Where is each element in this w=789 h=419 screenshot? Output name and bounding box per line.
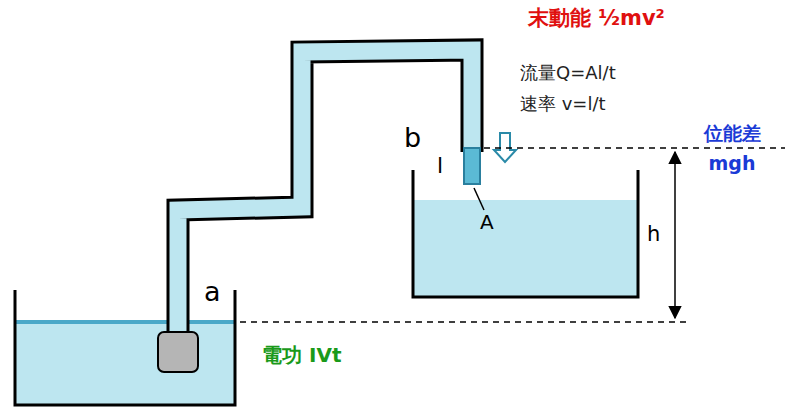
pump xyxy=(158,332,198,372)
upper-water xyxy=(413,200,638,297)
flow-formula: 流量Q=Al/t xyxy=(520,62,616,84)
point-label: b xyxy=(404,122,421,154)
pipe xyxy=(178,50,472,340)
nozzle xyxy=(464,148,480,184)
area-label: A xyxy=(480,210,494,234)
height-dimension xyxy=(674,152,676,318)
work-label: 電功 IVt xyxy=(262,343,341,367)
energy-label: 末動能 ½mv² xyxy=(528,6,665,31)
speed-formula: 速率 v=l/t xyxy=(520,93,606,115)
point-label: a xyxy=(204,276,221,308)
reference-line xyxy=(240,321,690,323)
reference-line xyxy=(484,147,785,149)
lower-water xyxy=(15,321,235,405)
pipe-outline xyxy=(178,50,472,340)
upper-tank xyxy=(413,170,638,297)
height-label: h xyxy=(647,222,660,247)
lower-tank xyxy=(15,290,235,405)
potential-label: 位能差 mgh xyxy=(700,118,764,178)
leader-line xyxy=(474,188,484,210)
water-surface xyxy=(15,320,235,324)
length-label: l xyxy=(437,153,443,179)
